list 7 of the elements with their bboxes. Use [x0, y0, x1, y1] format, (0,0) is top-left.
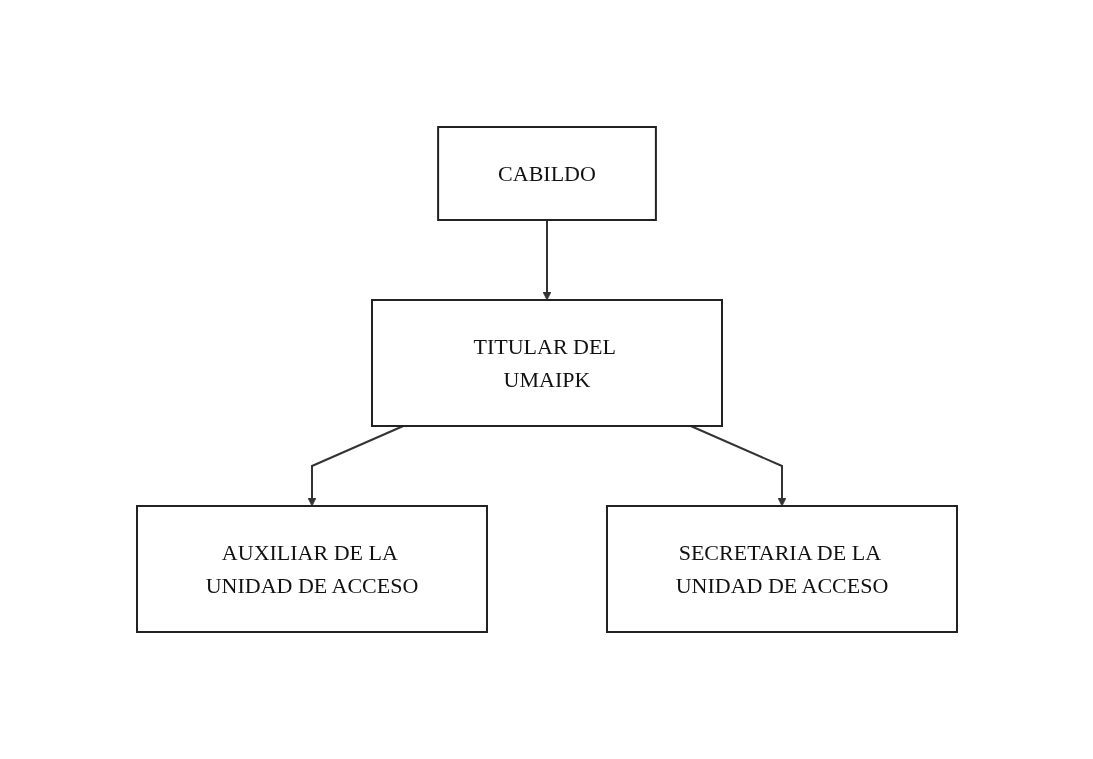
node-box: SECRETARIA DE LA UNIDAD DE ACCESO — [605, 505, 958, 633]
arrow — [307, 425, 404, 507]
node-box: TITULAR DEL UMAIPK — [370, 299, 723, 427]
node-box: CABILDO — [436, 126, 657, 221]
arrow — [689, 425, 786, 507]
arrow — [542, 219, 551, 301]
node-box: AUXILIAR DE LA UNIDAD DE ACCESO — [135, 505, 488, 633]
